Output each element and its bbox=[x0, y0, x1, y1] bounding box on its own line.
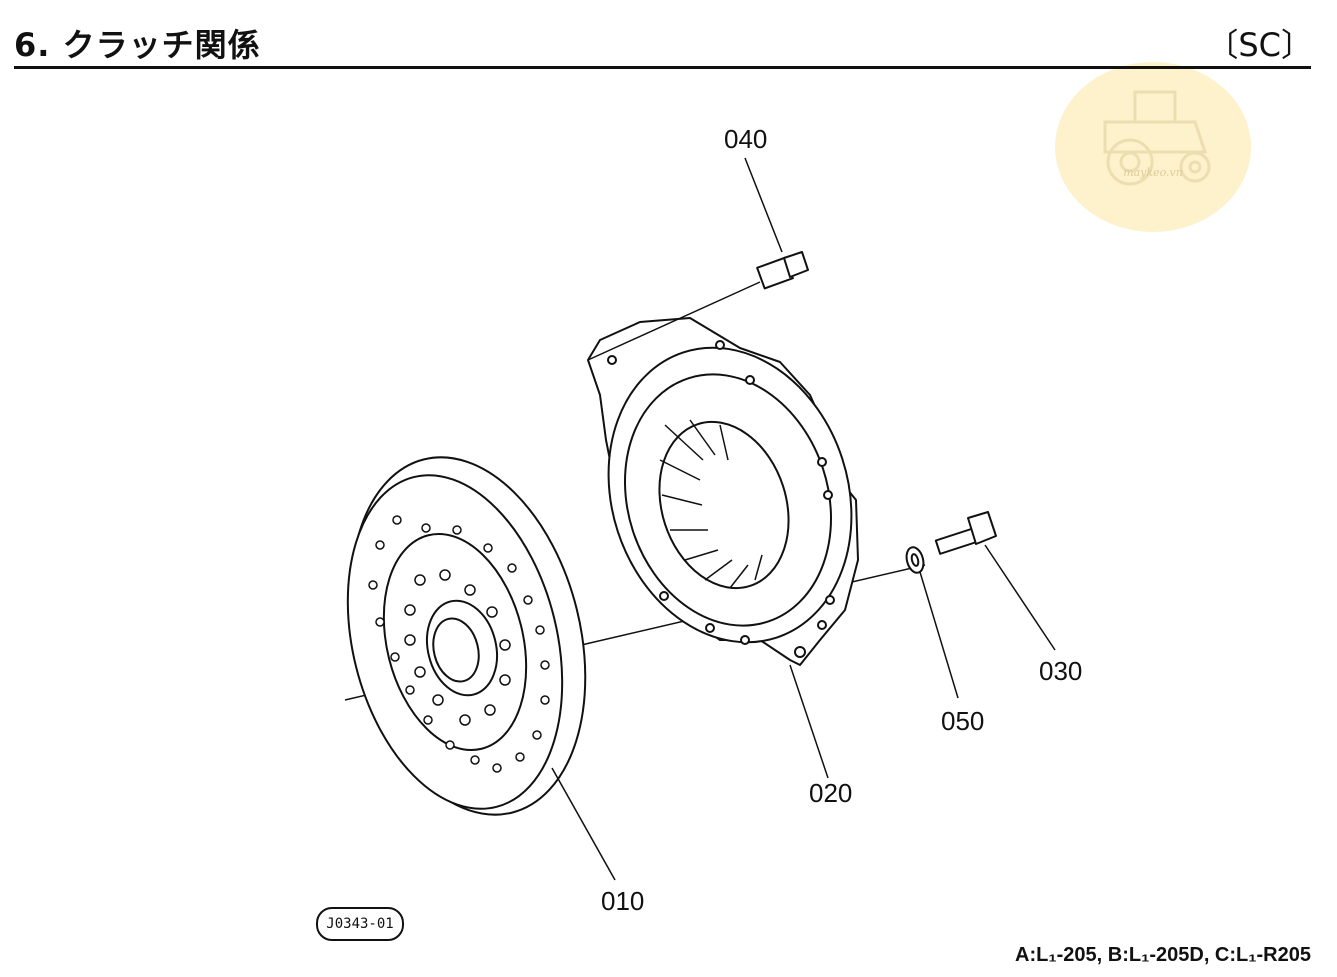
callout-030: 030 bbox=[1039, 656, 1083, 686]
callout-050: 050 bbox=[941, 706, 985, 736]
tractor-icon bbox=[1103, 90, 1211, 186]
watermark-logo: maykeo.vn bbox=[1055, 62, 1251, 232]
page-title: 6. クラッチ関係 bbox=[14, 26, 261, 64]
leader-030 bbox=[984, 544, 1056, 651]
callout-010: 010 bbox=[601, 886, 645, 916]
clutch-disc bbox=[346, 456, 587, 816]
leader-020 bbox=[789, 664, 829, 779]
bolt-030 bbox=[934, 511, 997, 555]
diagram-reference-badge: J0343-01 bbox=[316, 907, 404, 941]
page-code: 〔SC〕 bbox=[1206, 26, 1313, 64]
washer-050 bbox=[905, 546, 925, 574]
leader-050 bbox=[919, 571, 959, 699]
clutch-cover bbox=[587, 317, 859, 666]
leader-040 bbox=[744, 157, 783, 253]
watermark-text: maykeo.vn bbox=[1123, 166, 1183, 179]
header-rule bbox=[14, 66, 1311, 69]
callout-040: 040 bbox=[724, 124, 768, 154]
leader-010 bbox=[551, 767, 616, 881]
bolt-040 bbox=[587, 251, 809, 361]
model-note: A:L₁-205, B:L₁-205D, C:L₁-R205 bbox=[1015, 944, 1311, 966]
callout-020: 020 bbox=[809, 778, 853, 808]
